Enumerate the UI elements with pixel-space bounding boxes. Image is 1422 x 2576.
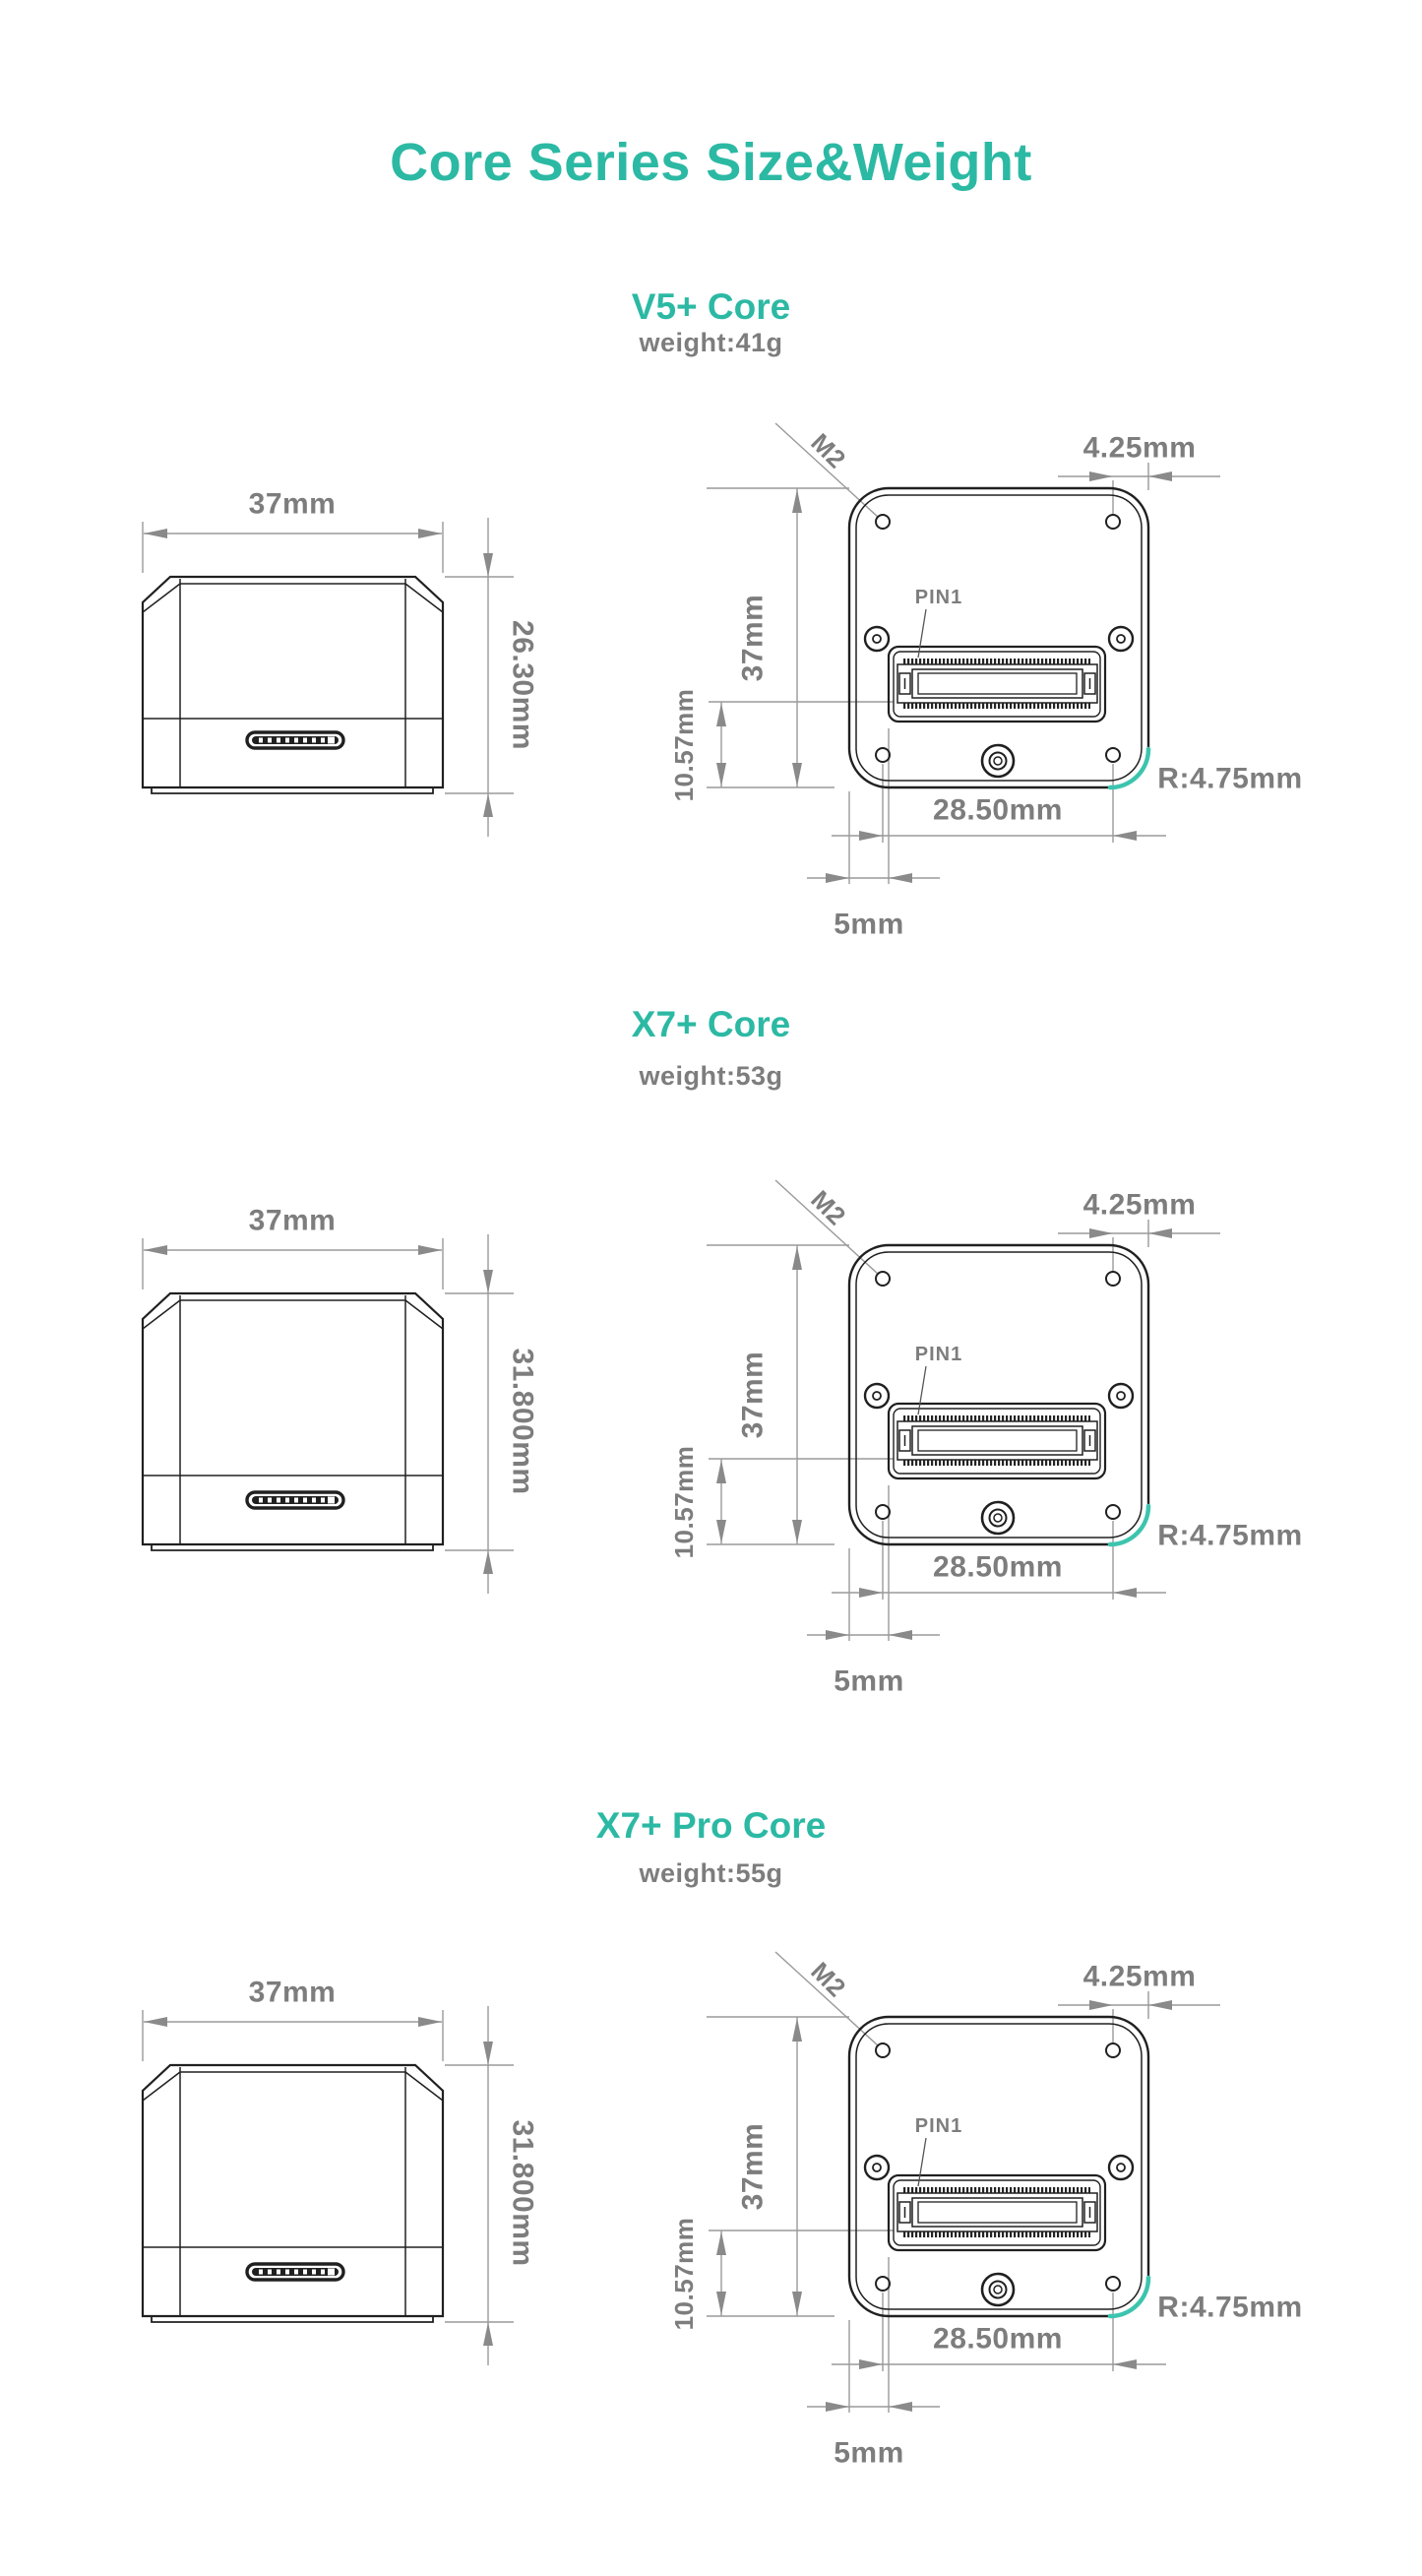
width-dimension-label: 37mm	[249, 1977, 337, 2009]
corner-radius-label: R:4.75mm	[1157, 1520, 1302, 1552]
margin-dimension-label: 5mm	[834, 2437, 904, 2470]
margin-dimension-label: 5mm	[834, 1665, 904, 1698]
section-title-x7-pro-core: X7+ Pro Core	[595, 1805, 827, 1846]
connector-offset-dimension-label: 10.57mm	[669, 689, 699, 802]
plate-height-dimension-label: 37mm	[737, 2123, 770, 2211]
hole-spacing-dimension-label: 28.50mm	[933, 794, 1063, 827]
page-title: Core Series Size&Weight	[390, 133, 1032, 192]
section-title-v5-core: V5+ Core	[631, 286, 791, 327]
x7-pro-core-side-view-drawing: 37mm 31.800mm	[141, 1977, 539, 2367]
screw-size-label: M2	[805, 1956, 851, 2002]
side-view-geometry	[141, 1232, 516, 1596]
corner-radius-label: R:4.75mm	[1157, 763, 1302, 795]
width-dimension-label: 37mm	[249, 488, 337, 521]
plate-height-dimension-label: 37mm	[737, 1351, 770, 1439]
section-weight-v5-core: weight:41g	[639, 328, 783, 357]
corner-radius-label: R:4.75mm	[1157, 2292, 1302, 2324]
hole-spacing-dimension-label: 28.50mm	[933, 1551, 1063, 1584]
pin1-label: PIN1	[915, 1344, 962, 1365]
edge-offset-dimension-label: 4.25mm	[1083, 432, 1197, 465]
v5-core-bottom-view-drawing: M2 4.25mm PIN1 37mm 10.57mm 28.50mm R:4.…	[669, 413, 1302, 941]
height-dimension-label: 26.30mm	[507, 620, 539, 750]
x7-pro-core-bottom-view-drawing: M2 4.25mm PIN1 37mm 10.57mm 28.50mm R:4.…	[669, 1942, 1302, 2470]
height-dimension-label: 31.800mm	[507, 1348, 539, 1494]
screw-size-label: M2	[805, 427, 851, 473]
section-weight-x7-core: weight:53g	[639, 1061, 783, 1091]
edge-offset-dimension-label: 4.25mm	[1083, 1961, 1197, 1993]
side-view-geometry	[141, 516, 516, 839]
screw-size-label: M2	[805, 1184, 851, 1230]
pin1-label: PIN1	[915, 2115, 962, 2137]
x7-core-side-view-drawing: 37mm 31.800mm	[141, 1205, 539, 1596]
width-dimension-label: 37mm	[249, 1205, 337, 1237]
plate-height-dimension-label: 37mm	[737, 595, 770, 682]
height-dimension-label: 31.800mm	[507, 2119, 539, 2266]
side-view-geometry	[141, 2004, 516, 2367]
margin-dimension-label: 5mm	[834, 909, 904, 941]
hole-spacing-dimension-label: 28.50mm	[933, 2323, 1063, 2356]
pin1-label: PIN1	[915, 587, 962, 608]
edge-offset-dimension-label: 4.25mm	[1083, 1189, 1197, 1222]
section-weight-x7-pro-core: weight:55g	[639, 1858, 783, 1888]
connector-offset-dimension-label: 10.57mm	[669, 1446, 699, 1559]
x7-core-bottom-view-drawing: M2 4.25mm PIN1 37mm 10.57mm 28.50mm R:4.…	[669, 1170, 1302, 1698]
connector-offset-dimension-label: 10.57mm	[669, 2218, 699, 2331]
v5-core-side-view-drawing: 37mm 26.30mm	[141, 488, 539, 839]
section-title-x7-core: X7+ Core	[631, 1004, 791, 1044]
